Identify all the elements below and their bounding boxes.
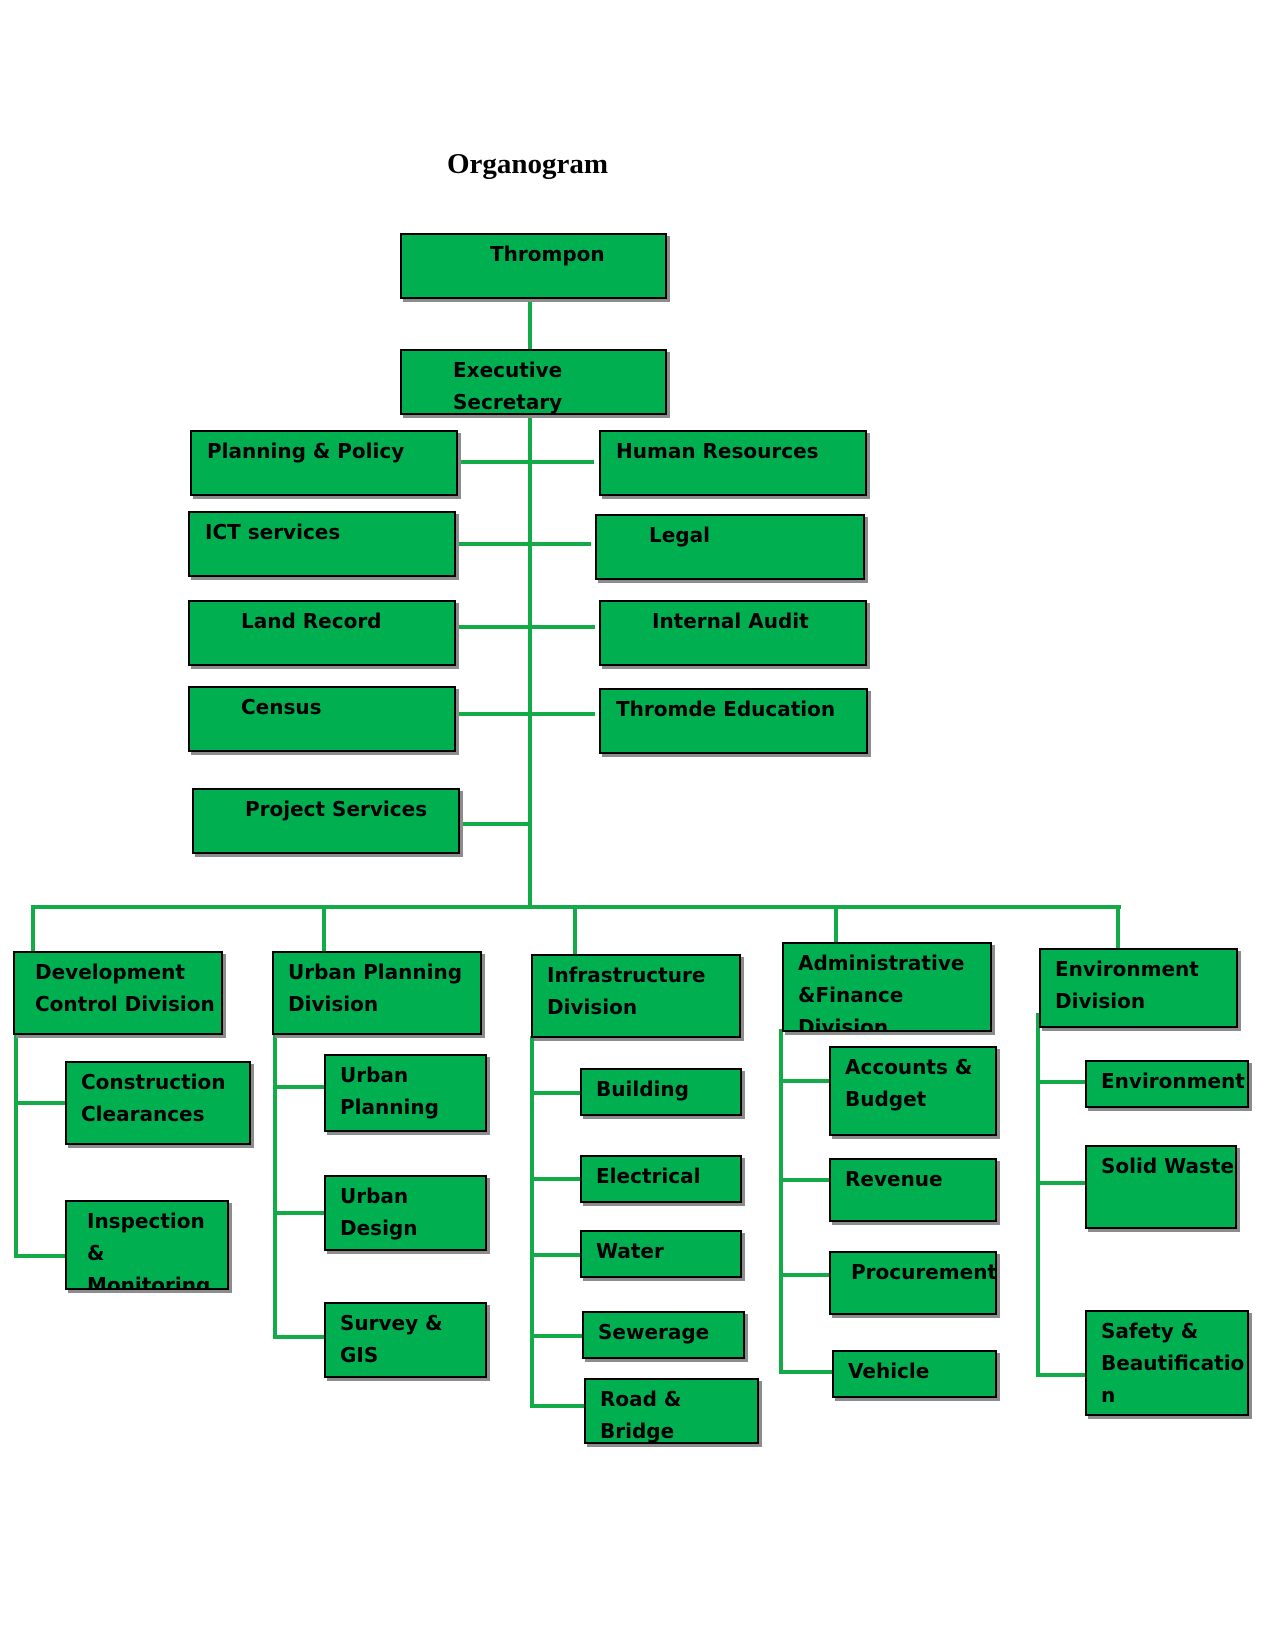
division-administrative-finance: Administrative &Finance Division (782, 942, 992, 1032)
node-census: Census (188, 686, 456, 752)
connector-line (273, 1033, 277, 1335)
connector-line (14, 1033, 18, 1258)
unit-accounts-budget: Accounts & Budget (829, 1046, 997, 1136)
unit-building: Building (580, 1068, 742, 1116)
connector-line (530, 1177, 582, 1181)
division-urban-planning: Urban Planning Division (272, 951, 482, 1035)
connector-line (14, 1254, 67, 1258)
division-infrastructure: Infrastructure Division (531, 954, 741, 1038)
node-executive-secretary: Executive Secretary (400, 349, 667, 415)
unit-survey-gis: Survey & GIS (324, 1302, 487, 1378)
connector-line (461, 822, 530, 826)
connector-line (273, 1335, 326, 1339)
node-planning-policy: Planning & Policy (190, 430, 458, 496)
connector-line (779, 1370, 834, 1374)
node-land-record: Land Record (188, 600, 456, 666)
unit-solid-waste: Solid Waste (1085, 1145, 1237, 1229)
unit-sewerage: Sewerage (582, 1311, 745, 1359)
connector-line (14, 1101, 67, 1105)
connector-line (779, 1079, 831, 1083)
connector-line (1036, 1080, 1087, 1084)
unit-construction-clearances: Construction Clearances (65, 1061, 251, 1145)
unit-environment: Environment (1085, 1060, 1249, 1108)
connector-line (530, 1334, 582, 1338)
unit-water: Water (580, 1230, 742, 1278)
connector-line (573, 905, 577, 954)
connector-line (530, 1091, 582, 1095)
connector-line (528, 298, 532, 349)
node-ict-services: ICT services (188, 511, 456, 577)
node-project-services: Project Services (192, 788, 460, 854)
connector-line (322, 905, 326, 951)
page-title: Organogram (447, 148, 609, 180)
division-environment: Environment Division (1039, 948, 1238, 1028)
unit-electrical: Electrical (580, 1155, 742, 1203)
connector-line (528, 413, 532, 907)
unit-road-bridge: Road & Bridge (584, 1378, 759, 1444)
connector-line (457, 625, 595, 629)
unit-vehicle: Vehicle (832, 1350, 997, 1398)
node-internal-audit: Internal Audit (599, 600, 867, 666)
connector-line (31, 905, 35, 951)
node-legal: Legal (595, 514, 865, 580)
unit-revenue: Revenue (829, 1158, 997, 1222)
connector-line (1036, 1013, 1040, 1377)
connector-line (1036, 1373, 1087, 1377)
connector-line (779, 1178, 831, 1182)
connector-line (530, 1253, 582, 1257)
division-development-control: Development Control Division (13, 951, 223, 1035)
node-thrompon: Thrompon (400, 233, 667, 299)
unit-safety-beautification: Safety & Beautificatio n (1085, 1310, 1249, 1416)
node-thromde-education: Thromde Education (599, 688, 868, 754)
unit-procurement: Procurement (829, 1251, 997, 1315)
connector-line (1036, 1181, 1087, 1185)
connector-line (457, 460, 594, 464)
connector-line (834, 905, 838, 942)
connector-line (779, 1029, 783, 1374)
connector-line (457, 712, 595, 716)
connector-line (779, 1273, 831, 1277)
node-human-resources: Human Resources (599, 430, 867, 496)
connector-line (530, 1036, 534, 1408)
connector-line (273, 1211, 326, 1215)
connector-line (1116, 905, 1120, 949)
connector-line (457, 542, 591, 546)
unit-inspection-monitoring: Inspection & Monitoring (65, 1200, 229, 1290)
connector-line (530, 1404, 586, 1408)
unit-urban-design: Urban Design (324, 1175, 487, 1251)
unit-urban-planning: Urban Planning (324, 1054, 487, 1132)
connector-line (273, 1085, 326, 1089)
